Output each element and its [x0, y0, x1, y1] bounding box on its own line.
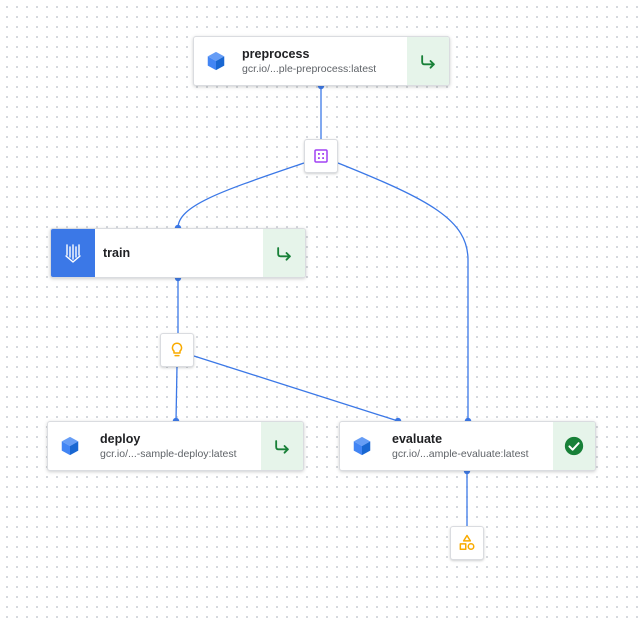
- node-train-text: train: [95, 229, 263, 277]
- node-evaluate[interactable]: evaluate gcr.io/...ample-evaluate:latest: [339, 421, 596, 471]
- node-train-icon-cell: [51, 229, 95, 277]
- cube-icon: [207, 51, 225, 71]
- edge-model-to-deploy: [175, 365, 178, 422]
- status-succeeded: [553, 422, 595, 470]
- edge-model-to-evaluate: [193, 355, 399, 422]
- shapes-icon: [459, 534, 475, 551]
- vertex-training-icon: [65, 244, 81, 263]
- lightbulb-icon: [171, 342, 183, 357]
- status-cached: [261, 422, 303, 470]
- node-image: gcr.io/...-sample-deploy:latest: [100, 448, 237, 460]
- artifact-model[interactable]: [160, 333, 194, 367]
- artifact-dataset[interactable]: [304, 139, 338, 173]
- node-train[interactable]: train: [50, 228, 306, 278]
- node-preprocess-text: preprocess gcr.io/...ple-preprocess:late…: [238, 37, 407, 85]
- node-deploy-icon-cell: [48, 422, 92, 470]
- edge-dataset-to-evaluate: [337, 162, 469, 421]
- cube-icon: [353, 436, 371, 456]
- dataset-grid-icon: [314, 149, 328, 163]
- node-image: gcr.io/...ample-evaluate:latest: [392, 448, 529, 460]
- cube-icon: [61, 436, 79, 456]
- cached-icon: [277, 247, 291, 261]
- node-title: deploy: [100, 432, 141, 446]
- edge-dataset-to-train: [177, 162, 305, 229]
- node-evaluate-icon-cell: [340, 422, 384, 470]
- node-deploy[interactable]: deploy gcr.io/...-sample-deploy:latest: [47, 421, 304, 471]
- cached-icon: [275, 440, 289, 454]
- node-title: evaluate: [392, 432, 443, 446]
- artifact-metrics[interactable]: [450, 526, 484, 560]
- node-title: train: [103, 246, 131, 260]
- node-preprocess-icon-cell: [194, 37, 238, 85]
- node-preprocess[interactable]: preprocess gcr.io/...ple-preprocess:late…: [193, 36, 450, 86]
- node-deploy-text: deploy gcr.io/...-sample-deploy:latest: [92, 422, 261, 470]
- node-title: preprocess: [242, 47, 310, 61]
- status-cached: [407, 37, 449, 85]
- check-circle-icon: [564, 436, 584, 456]
- node-image: gcr.io/...ple-preprocess:latest: [242, 63, 377, 75]
- status-cached: [263, 229, 305, 277]
- node-evaluate-text: evaluate gcr.io/...ample-evaluate:latest: [384, 422, 553, 470]
- cached-icon: [421, 55, 435, 69]
